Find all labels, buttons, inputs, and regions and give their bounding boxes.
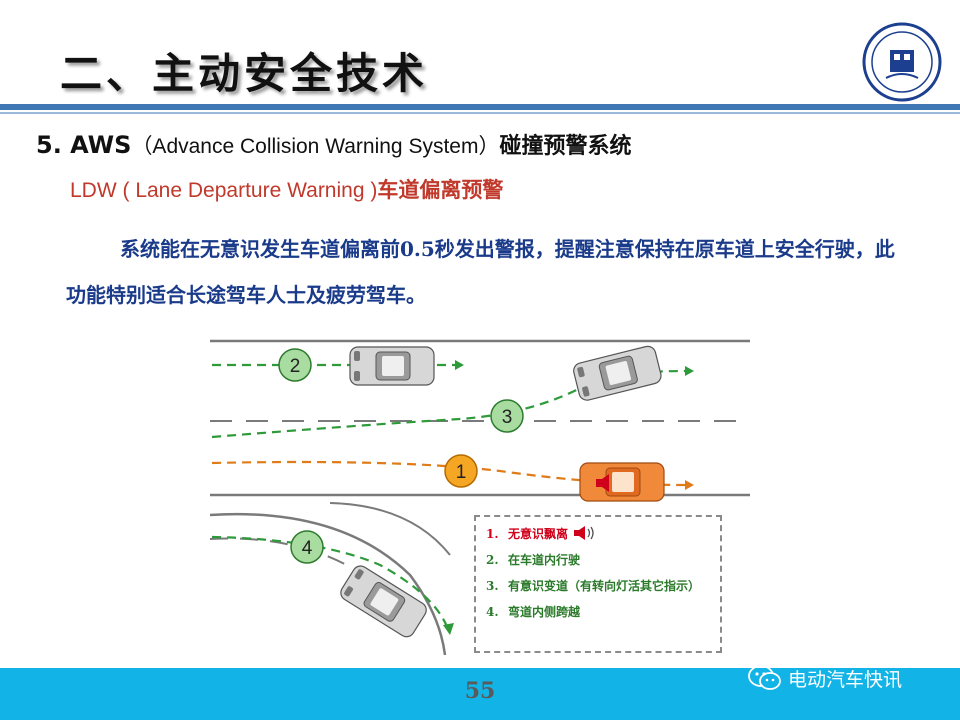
heading-number: 5. AWS	[36, 131, 132, 159]
car-2	[349, 346, 435, 386]
path-4-arrow	[443, 623, 454, 635]
slide-title: 二、主动安全技术	[60, 49, 429, 98]
legend-item-4: 4. 弯道内侧跨越	[486, 603, 710, 621]
svg-text:2: 2	[290, 356, 301, 377]
speaker-warning-icon	[574, 526, 594, 540]
car-4	[337, 562, 430, 641]
university-logo-icon	[862, 22, 942, 102]
svg-text:4: 4	[302, 538, 313, 559]
marker-1: 1	[444, 454, 478, 488]
curve-road-outer	[209, 512, 447, 656]
watermark: 电动汽车快讯	[748, 664, 902, 692]
legend-text: 在车道内行驶	[508, 553, 581, 567]
car-1	[579, 462, 665, 502]
heading-full-name: （Advance Collision Warning System）	[131, 135, 500, 158]
watermark-text: 电动汽车快讯	[788, 668, 903, 691]
marker-2: 2	[278, 348, 312, 382]
sub-heading-chinese: 车道偏离预警	[377, 178, 504, 202]
speaker-warning-icon	[596, 474, 609, 492]
title-rule-thin	[0, 112, 960, 114]
diagram-legend: 1. 无意识飘离 2. 在车道内行驶 3. 有意识变道（有转向灯活其它指示） 4…	[474, 515, 722, 653]
heading-chinese: 碰撞预警系统	[499, 134, 632, 159]
sub-heading: LDW ( Lane Departure Warning )车道偏离预警	[70, 174, 503, 204]
legend-index: 1.	[486, 527, 499, 541]
section-heading: 5. AWS（Advance Collision Warning System）…	[36, 128, 631, 160]
path-4-line	[211, 535, 450, 630]
sub-heading-english: LDW ( Lane Departure Warning )	[70, 179, 378, 202]
path-1-arrow	[685, 480, 694, 490]
title-rule	[0, 104, 960, 110]
svg-text:3: 3	[502, 407, 513, 428]
footer-bar	[0, 668, 960, 720]
path-3-arrow	[685, 366, 694, 376]
legend-index: 3.	[486, 579, 499, 593]
marker-3: 3	[490, 399, 524, 433]
legend-item-2: 2. 在车道内行驶	[486, 551, 710, 569]
car-3	[571, 344, 664, 403]
legend-index: 4.	[486, 605, 499, 619]
marker-4: 4	[290, 530, 324, 564]
curve-road-inner	[329, 502, 451, 556]
legend-text: 弯道内侧跨越	[508, 605, 581, 619]
legend-item-3: 3. 有意识变道（有转向灯活其它指示）	[486, 577, 710, 595]
legend-index: 2.	[486, 553, 499, 567]
body-paragraph: 系统能在无意识发生车道偏离前0.5秒发出警报，提醒注意保持在原车道上安全行驶，此…	[66, 237, 895, 307]
legend-text: 有意识变道（有转向灯活其它指示）	[508, 579, 701, 593]
legend-item-1: 1. 无意识飘离	[486, 525, 710, 543]
wechat-icon	[748, 665, 781, 690]
legend-text: 无意识飘离	[508, 527, 569, 541]
lane-departure-diagram: 2 3 1 4	[209, 339, 750, 656]
path-2-arrow	[455, 360, 464, 370]
page-number: 55	[464, 678, 496, 704]
svg-text:1: 1	[456, 462, 467, 483]
